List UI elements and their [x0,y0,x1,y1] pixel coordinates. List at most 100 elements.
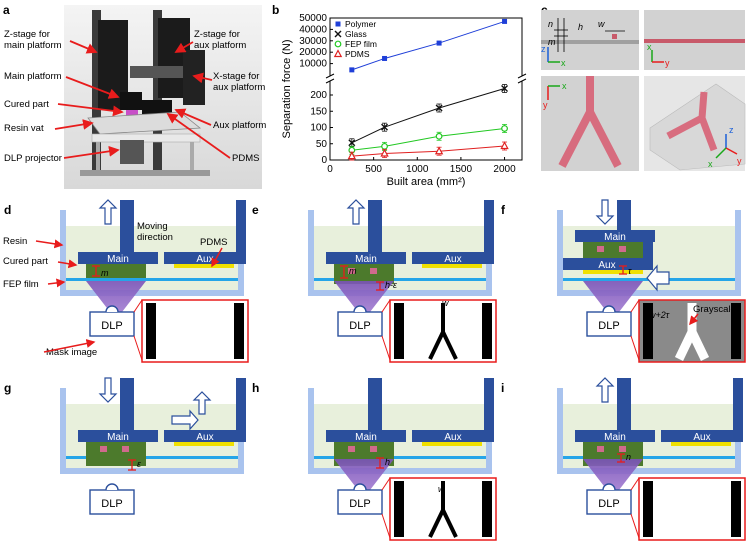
label-cured-part-d: Cured part [3,256,48,267]
up-arrow [98,199,118,225]
mask-bar-right [234,303,244,359]
top-view-channel [644,39,745,43]
light-beam [583,281,643,312]
axis-triad-bottom: y x [543,81,567,110]
aux-label: Aux [444,254,461,265]
dim-tau: τ [628,266,632,276]
data-point [335,21,341,27]
iso-block [649,83,746,171]
aux-label: Aux [693,432,710,443]
mask-bar-left [643,481,653,537]
dlp-lens [353,305,367,313]
label-fep-film: FEP film [3,279,39,290]
air-gap [66,388,238,404]
axis-x: x [561,58,566,68]
right-arrow [171,409,199,431]
label-resin-vat: Resin vat [4,123,44,134]
dlp-lens [602,305,616,313]
dim-w: w [438,484,445,494]
y-axis-title: Separation force (N) [281,39,293,138]
data-point [501,85,509,92]
pdms-layer [174,442,234,446]
channel-void [348,446,355,452]
fep-film [563,456,735,459]
main-column [617,378,631,432]
main-label: Main [604,432,626,443]
vat-wall-left [308,388,314,474]
channel-void [122,446,129,452]
air-gap [314,388,486,404]
label-line: aux platform [194,40,246,51]
cured-part [86,442,146,466]
dim-h: h [385,457,390,467]
axis-y4: y [737,156,742,166]
axis-z: z [541,44,546,54]
y-tick-label: 150 [310,106,327,117]
dim-n: n [626,452,631,462]
table [91,133,201,143]
vat-floor [60,290,244,296]
dlp-lens [353,483,367,491]
main-column [368,378,382,432]
vat-floor [60,468,244,474]
marker-stroke [501,85,509,92]
light-beam [86,281,146,312]
y-tick-label: 10000 [299,59,327,70]
dlp-lens [105,305,119,313]
channel-void [370,268,377,274]
break-mark [517,73,527,79]
axis-break-gap [326,76,526,81]
label-line: main platform [4,40,62,51]
table-leg-l [96,142,100,172]
dlp-box [586,311,632,337]
dim-h-eps: h-ε [385,280,398,290]
legend-label: Glass [345,29,367,39]
data-point [382,55,388,61]
panel-label-a: a [3,3,10,17]
axis-z4: z [729,125,734,135]
dim-ticks [554,18,625,52]
pdms-layer [174,264,234,268]
table-leg-r [190,142,194,172]
data-point [333,49,343,58]
legend-label: FEP film [345,39,377,49]
pdms-layer [671,442,731,446]
mask-connector [381,299,391,313]
dlp-box [586,489,632,515]
cured-blob [126,110,138,116]
marker-stroke [381,123,389,131]
mask-connector [381,477,391,491]
axis-y2: y [665,58,670,68]
label-grayscale: Grayscale [693,304,736,315]
dim-m: m [101,268,109,278]
y-tick-label: 50000 [299,13,327,24]
y-tick-label: 200 [310,90,327,101]
dlp-lens [105,483,119,491]
dim-m: m [548,37,556,47]
data-point [347,151,357,160]
main-plat [120,92,142,110]
aux-platform [412,252,494,264]
aux-platform [164,430,246,442]
axis-triad-iso: z y x [708,125,742,169]
data-point [381,142,388,150]
pdms-layer [422,264,482,268]
channel-void [348,268,355,274]
main-label: Main [604,232,626,243]
light-beam [334,459,394,490]
main-label: Main [107,254,129,265]
up-arrow [595,377,615,403]
down-arrow [595,199,615,225]
pdms-layer [422,442,482,446]
axis-x4: x [708,159,713,169]
vat-floor [308,290,492,296]
legend-label: PDMS [345,49,370,59]
pdms-layer [583,270,643,274]
dlp-label: DLP [349,320,370,332]
